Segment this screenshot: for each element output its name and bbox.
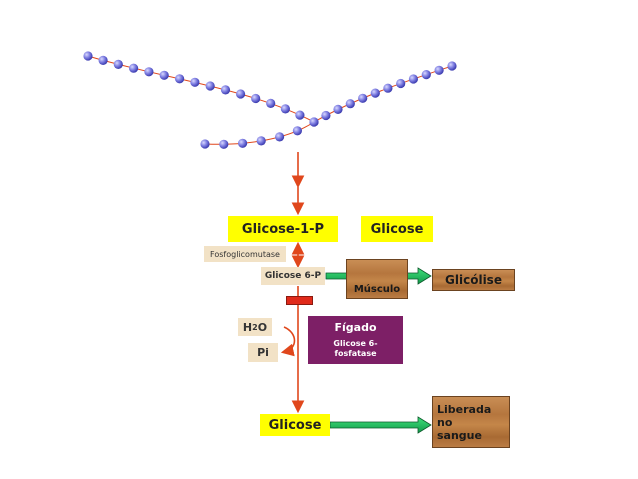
- h2o-subscript: 2: [252, 322, 258, 332]
- pi-label: Pi: [248, 343, 278, 362]
- glycogen-bead: [295, 110, 305, 120]
- glycogen-bead: [408, 74, 418, 84]
- liberada-line-1: Liberada: [437, 402, 492, 416]
- h2o-main: H: [242, 320, 253, 334]
- musculo-box: Músculo: [346, 259, 408, 299]
- fosfoglicomutase-label: Fosfoglicomutase: [204, 246, 286, 262]
- liberada-box: Liberada no sangue: [432, 396, 510, 448]
- glicolise-box: Glicólise: [432, 269, 515, 291]
- glicose-1-p-label: Glicose-1-P: [228, 216, 338, 242]
- glycogen-bead: [175, 74, 185, 84]
- figado-title: Fígado: [334, 321, 377, 334]
- glycogen-bead: [256, 136, 266, 146]
- glycogen-bead: [321, 110, 331, 121]
- glycogen-bead: [333, 104, 343, 114]
- liberada-line-3: sangue: [437, 428, 482, 442]
- glycogen-bead: [309, 117, 319, 127]
- glycogen-bead: [236, 89, 246, 99]
- glycogen-bead: [200, 139, 210, 149]
- glycogen-bead: [159, 70, 169, 80]
- glycogen-bead: [434, 65, 444, 75]
- glycogen-bead: [113, 59, 123, 69]
- glycogen-bead: [129, 63, 139, 73]
- glycogen-bead: [266, 98, 276, 108]
- glycogen-bead: [396, 78, 406, 89]
- glycogen-bead: [345, 99, 355, 109]
- glycogen-bead: [98, 55, 108, 65]
- figado-enzyme: Glicose 6-fosfatase: [333, 339, 378, 358]
- glycogen-bead: [447, 61, 457, 71]
- glycogen-bead: [383, 83, 393, 93]
- glicose-bottom-label: Glicose: [260, 414, 330, 436]
- glycogen-bead: [205, 81, 215, 91]
- glycogen-bead: [220, 85, 231, 95]
- pathway-arrows: [280, 152, 305, 414]
- glycogen-bead: [421, 70, 431, 80]
- glicose-6-p-label: Glicose 6-P: [261, 267, 325, 285]
- glycogen-bead: [219, 139, 229, 149]
- glycogen-bead-chain-icon: [83, 51, 457, 149]
- glycogen-bead: [190, 77, 200, 87]
- liberada-line-2: no: [437, 415, 453, 429]
- glycogen-bead: [275, 132, 285, 142]
- glycogen-bead: [280, 104, 290, 114]
- glycogen-bead: [370, 88, 380, 98]
- glycogen-bead: [292, 126, 302, 136]
- glycogen-bead: [238, 138, 248, 148]
- glycogen-bead: [144, 67, 154, 77]
- figado-box: Fígado Glicose 6-fosfatase: [308, 316, 403, 364]
- glycogen-bead: [358, 93, 368, 103]
- glycogen-bead: [251, 93, 261, 104]
- inhibition-bar-icon: [286, 296, 313, 305]
- h2o-tail: O: [257, 320, 268, 334]
- glicose-top-label: Glicose: [361, 216, 433, 242]
- glycogen-bead: [83, 51, 93, 61]
